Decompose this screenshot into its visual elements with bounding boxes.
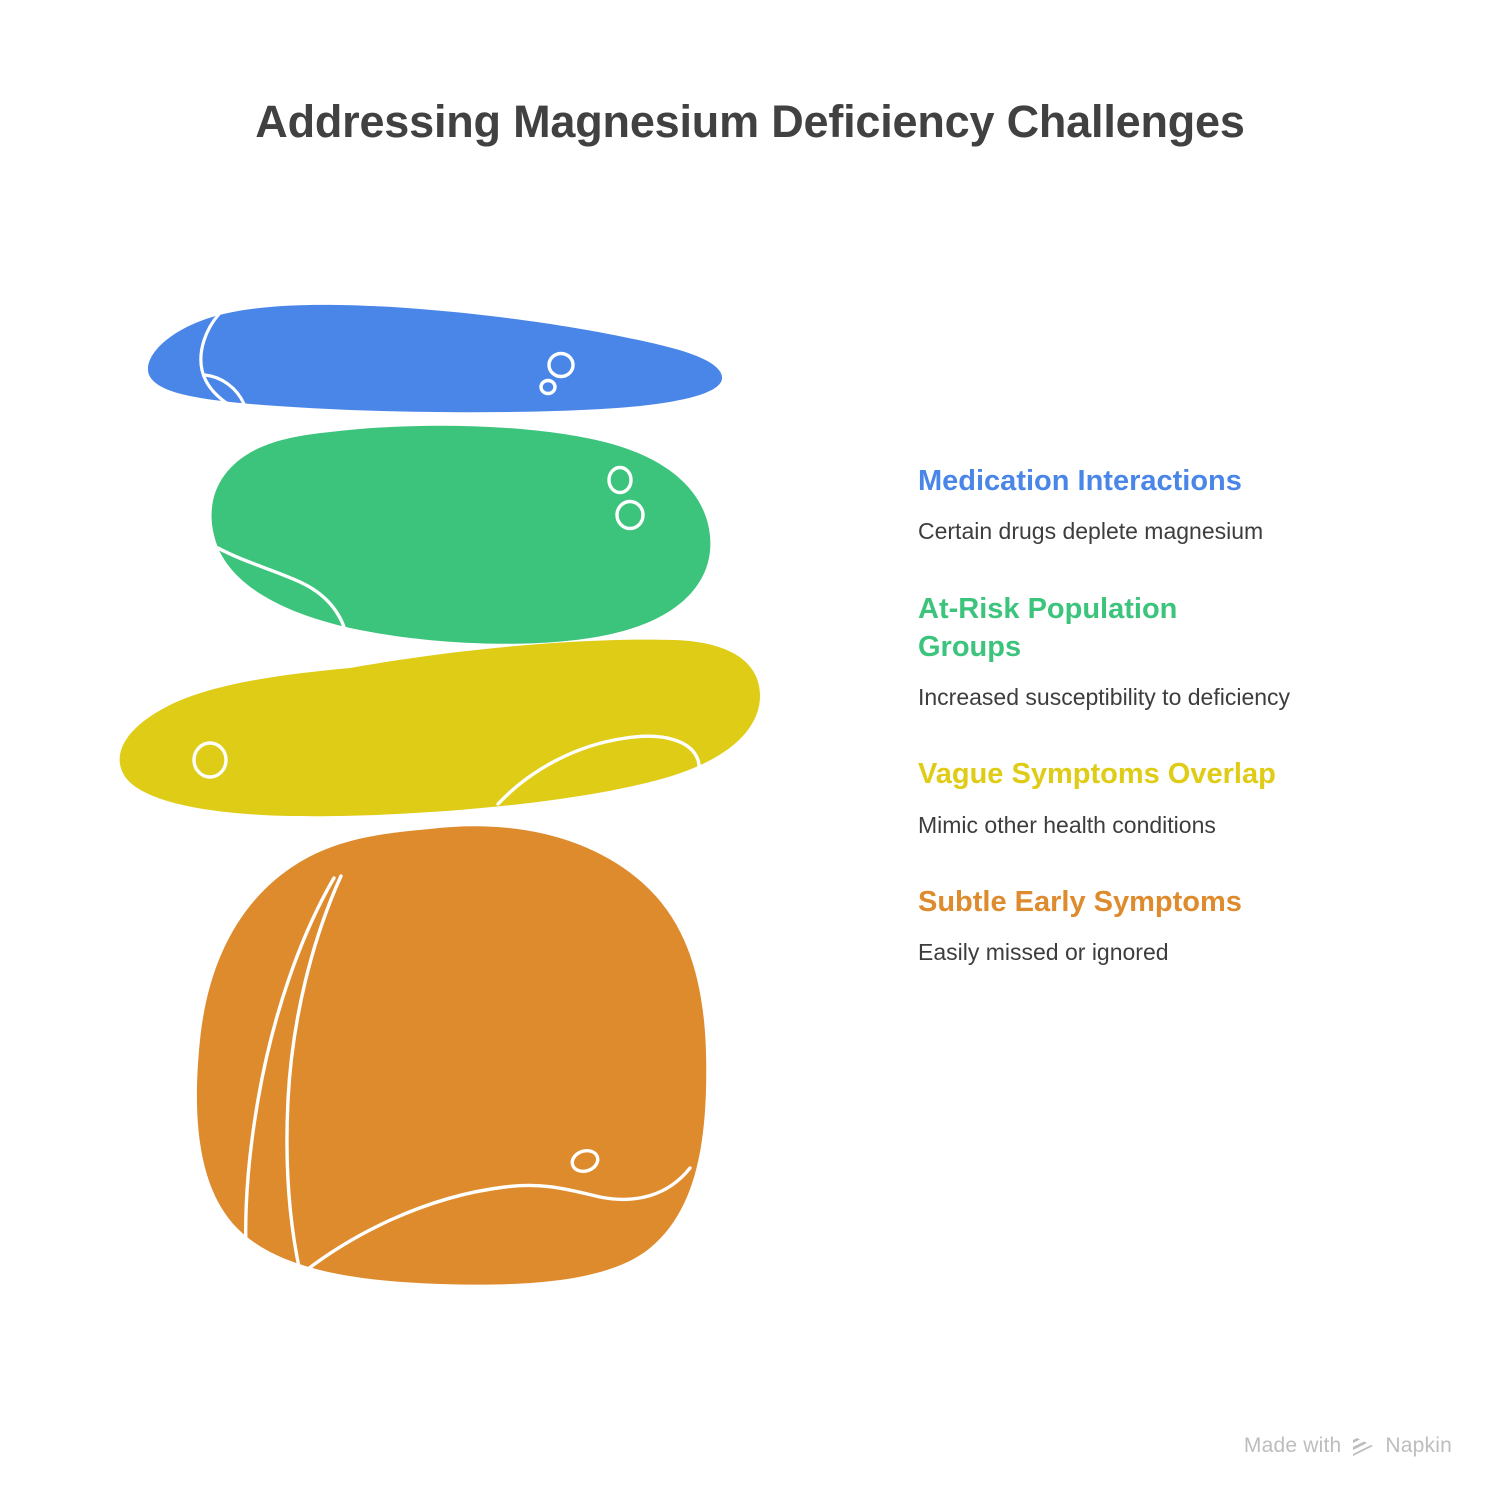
legend-description: Certain drugs deplete magnesium xyxy=(918,518,1264,545)
orange-stone[interactable] xyxy=(196,826,707,1287)
orange-stone-long-curve-line-2 xyxy=(244,876,336,1282)
legend-heading: At-Risk Population Groups xyxy=(918,592,1178,663)
yellow-stone-arc-line xyxy=(496,734,701,806)
legend-heading: Medication Interactions xyxy=(918,465,1242,497)
green-stone-body xyxy=(211,425,711,644)
stacked-stones-illustration xyxy=(119,304,761,1287)
legend-item-subtle-early-symptoms[interactable]: Subtle Early Symptoms Easily missed or i… xyxy=(918,883,1418,969)
napkin-watermark[interactable]: Made with xyxy=(1244,1434,1452,1458)
yellow-stone-body xyxy=(119,639,761,817)
blue-stone[interactable] xyxy=(147,304,723,413)
legend-description: Increased susceptibility to deficiency xyxy=(918,684,1291,711)
yellow-stone-pebble-circle xyxy=(192,741,228,779)
page-title: Addressing Magnesium Deficiency Challeng… xyxy=(255,96,1245,147)
legend-heading: Subtle Early Symptoms xyxy=(918,885,1242,918)
orange-stone-body xyxy=(196,826,707,1285)
legend-description: Easily missed or ignored xyxy=(918,939,1169,966)
green-stone-curve-line xyxy=(216,546,348,635)
legend-item-medication-interactions[interactable]: Medication Interactions Certain drugs de… xyxy=(918,462,1418,548)
legend-item-vague-symptoms-overlap[interactable]: Vague Symptoms Overlap Mimic other healt… xyxy=(918,755,1418,841)
orange-stone-bottom-sweep-line xyxy=(286,1166,692,1287)
blue-stone-crack-line xyxy=(199,312,238,411)
green-stone-pebble-circle-upper xyxy=(607,465,633,495)
blue-stone-pebble-circle-small xyxy=(539,378,557,396)
legend-heading: Vague Symptoms Overlap xyxy=(918,758,1276,791)
watermark-brand-label: Napkin xyxy=(1385,1434,1452,1457)
orange-stone-pebble-oval xyxy=(570,1148,600,1174)
green-stone[interactable] xyxy=(211,425,711,644)
blue-stone-pebble-circle-large xyxy=(547,351,575,379)
legend-list: Medication Interactions Certain drugs de… xyxy=(918,462,1418,968)
legend-item-at-risk-population-groups[interactable]: At-Risk Population Groups Increased susc… xyxy=(918,590,1418,714)
blue-stone-body xyxy=(147,304,723,413)
yellow-stone[interactable] xyxy=(119,639,761,817)
green-stone-pebble-circle-lower xyxy=(615,499,645,531)
blue-stone-crack-line-2 xyxy=(203,373,246,406)
watermark-prefix-label: Made with xyxy=(1243,1434,1342,1457)
napkin-striped-triangle-icon xyxy=(1350,1434,1376,1458)
orange-stone-long-curve-line xyxy=(285,874,343,1287)
legend-description: Mimic other health conditions xyxy=(918,811,1216,838)
